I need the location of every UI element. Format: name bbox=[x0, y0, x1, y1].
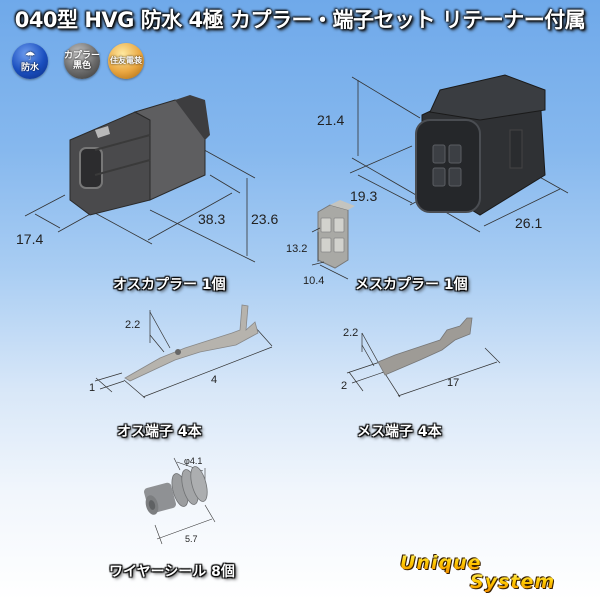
male-coupler-image bbox=[24, 95, 256, 263]
female-terminal-height-dim: 2.2 bbox=[343, 327, 359, 339]
unique-system-logo: Unique System bbox=[392, 552, 592, 596]
male-terminal-label: オス端子 4本 bbox=[117, 424, 202, 440]
retainer-height-dim: 13.2 bbox=[286, 243, 308, 255]
male-coupler-height-dim: 23.6 bbox=[251, 211, 279, 227]
female-coupler-length-dim: 26.1 bbox=[515, 215, 543, 231]
logo-line1: Unique bbox=[400, 552, 482, 574]
male-coupler-width-dim: 17.4 bbox=[16, 231, 44, 247]
female-terminal-width-dim: 2 bbox=[341, 380, 348, 392]
male-terminal-length-dim: 4 bbox=[211, 374, 218, 386]
female-coupler-image bbox=[311, 74, 569, 280]
page-title: 040型 HVG 防水 4極 カプラー・端子セット リテーナー付属 bbox=[14, 8, 586, 32]
male-coupler-label: オスカプラー 1個 bbox=[113, 277, 226, 293]
female-terminal-length-dim: 17 bbox=[447, 377, 460, 389]
umbrella-icon: ☂ bbox=[24, 48, 36, 63]
logo-line2: System bbox=[470, 571, 556, 593]
coupler-color-badge: カプラー 黒色 bbox=[64, 43, 100, 79]
male-terminal-image bbox=[94, 304, 273, 399]
wire-seal-image bbox=[144, 457, 216, 545]
female-terminal-label: メス端子 4本 bbox=[357, 424, 442, 440]
coupler-color-badge-line1: カプラー bbox=[64, 51, 101, 61]
male-terminal-height-dim: 2.2 bbox=[125, 319, 141, 331]
waterproof-badge: ☂ 防水 bbox=[12, 43, 48, 79]
maker-badge-label: 住友電装 bbox=[110, 56, 142, 65]
wire-seal-label: ワイヤーシール 8個 bbox=[109, 564, 235, 580]
coupler-color-badge-line2: 黒色 bbox=[72, 61, 91, 71]
male-coupler-length-dim: 38.3 bbox=[198, 211, 226, 227]
female-coupler-height-dim: 21.4 bbox=[317, 112, 345, 128]
wire-seal-length-dim: 5.7 bbox=[185, 534, 198, 544]
wire-seal-diameter-dim: φ4.1 bbox=[184, 456, 203, 466]
female-coupler-label: メスカプラー 1個 bbox=[355, 277, 468, 293]
male-terminal-width-dim: 1 bbox=[89, 382, 96, 394]
waterproof-badge-label: 防水 bbox=[20, 62, 39, 73]
female-terminal-image bbox=[346, 317, 501, 398]
maker-badge: 住友電装 bbox=[108, 43, 144, 79]
female-coupler-width-dim: 19.3 bbox=[350, 188, 378, 204]
retainer-width-dim: 10.4 bbox=[303, 275, 325, 287]
